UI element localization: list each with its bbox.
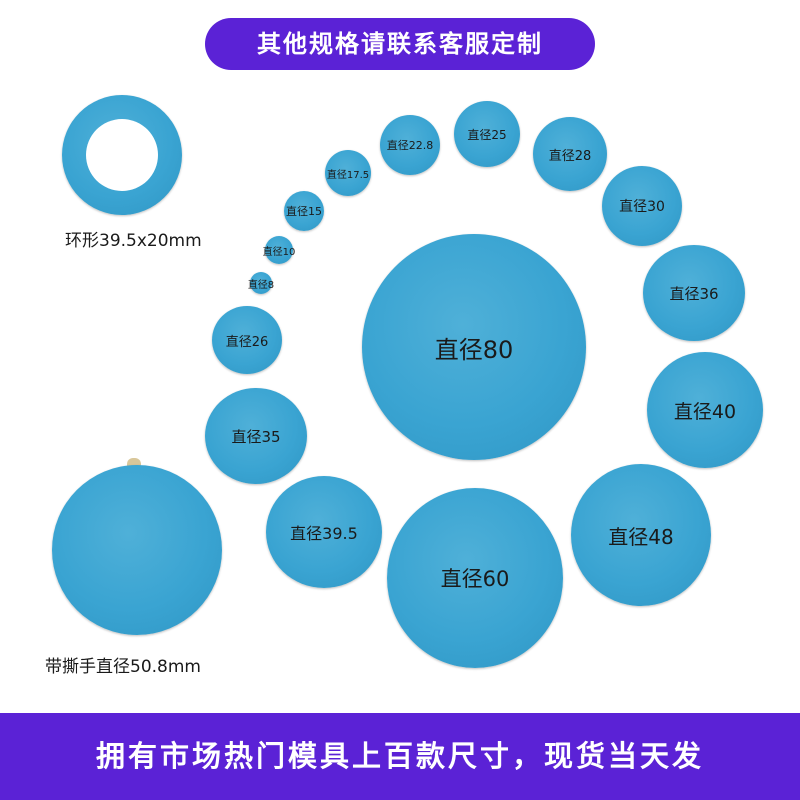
disc-d30: 直径30 bbox=[602, 166, 682, 246]
disc-d22-8: 直径22.8 bbox=[380, 115, 440, 175]
disc-d28: 直径28 bbox=[533, 117, 607, 191]
tab-disc bbox=[52, 465, 222, 635]
disc-d36: 直径36 bbox=[643, 245, 745, 341]
ring-washer bbox=[62, 95, 182, 215]
disc-d80: 直径80 bbox=[362, 234, 586, 460]
ring-hole bbox=[86, 119, 158, 191]
disc-d48: 直径48 bbox=[571, 464, 711, 606]
disc-d40: 直径40 bbox=[647, 352, 763, 468]
disc-d15: 直径15 bbox=[284, 191, 324, 231]
disc-d26: 直径26 bbox=[212, 306, 282, 374]
top-banner: 其他规格请联系客服定制 bbox=[205, 18, 595, 70]
disc-d39-5: 直径39.5 bbox=[266, 476, 382, 588]
disc-d60: 直径60 bbox=[387, 488, 563, 668]
disc-d17-5: 直径17.5 bbox=[325, 150, 371, 196]
disc-d35: 直径35 bbox=[205, 388, 307, 484]
disc-d8: 直径8 bbox=[248, 272, 274, 294]
ring-caption: 环形39.5x20mm bbox=[65, 231, 202, 251]
bottom-banner: 拥有市场热门模具上百款尺寸，现货当天发 bbox=[0, 713, 800, 800]
disc-d10: 直径10 bbox=[263, 236, 295, 264]
disc-d25: 直径25 bbox=[454, 101, 520, 167]
tab-disc-caption: 带撕手直径50.8mm bbox=[45, 657, 201, 677]
